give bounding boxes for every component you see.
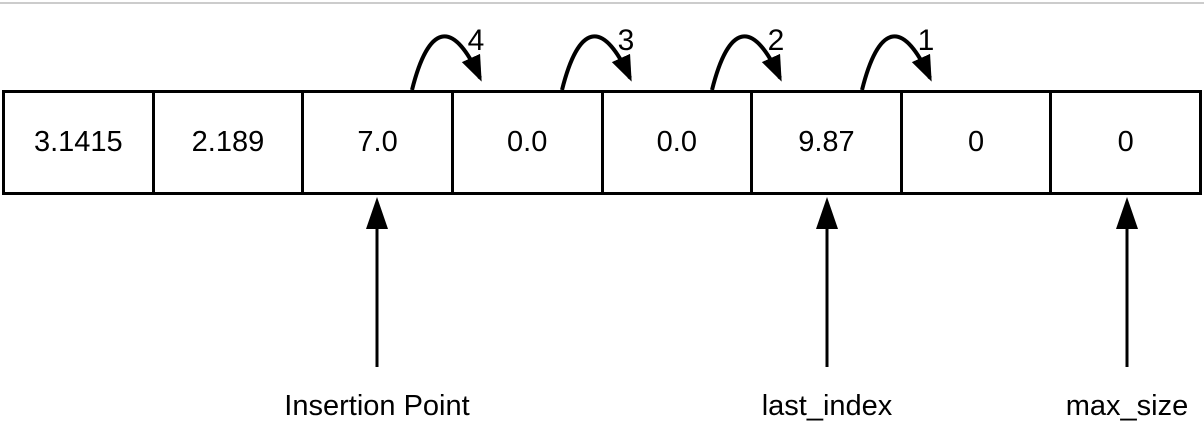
shift-order-label: 2 xyxy=(768,24,785,57)
shift-order-label: 4 xyxy=(468,24,485,57)
pointer-arrowhead xyxy=(816,197,838,229)
array-cell: 0.0 xyxy=(454,93,604,192)
array-cell-value: 9.87 xyxy=(798,126,855,158)
top-rule xyxy=(0,2,1204,4)
array-cell-value: 2.189 xyxy=(191,126,265,158)
shift-hop-arrow xyxy=(410,34,482,91)
array-cell: 0 xyxy=(1052,93,1199,192)
array: 3.1415 2.189 7.0 0.0 0.0 9.87 0 0 xyxy=(2,90,1202,195)
shift-order-label: 1 xyxy=(918,24,935,57)
pointer-label: Insertion Point xyxy=(284,390,470,422)
pointer-arrowhead xyxy=(366,197,388,229)
shift-order-label: 3 xyxy=(618,24,635,57)
pointer-label: max_size xyxy=(1065,390,1189,422)
array-cell: 0 xyxy=(903,93,1053,192)
array-cell-value: 0.0 xyxy=(656,126,697,158)
array-cell: 0.0 xyxy=(604,93,754,192)
pointer-label: last_index xyxy=(761,390,893,422)
array-cell-value: 0 xyxy=(1117,126,1134,158)
array-cell-value: 3.1415 xyxy=(33,126,123,158)
shift-hop-arrow xyxy=(560,34,632,91)
shift-hop-arrow xyxy=(860,34,932,91)
array-cell: 9.87 xyxy=(753,93,903,192)
array-cell-value: 0.0 xyxy=(507,126,548,158)
array-cell: 2.189 xyxy=(155,93,305,192)
array-cell: 3.1415 xyxy=(5,93,155,192)
array-cell-value: 0 xyxy=(967,126,985,158)
array-cell-value: 7.0 xyxy=(357,126,398,158)
shift-hop-arrow xyxy=(710,34,782,91)
array-cell: 7.0 xyxy=(304,93,454,192)
pointer-arrowhead xyxy=(1116,197,1138,229)
